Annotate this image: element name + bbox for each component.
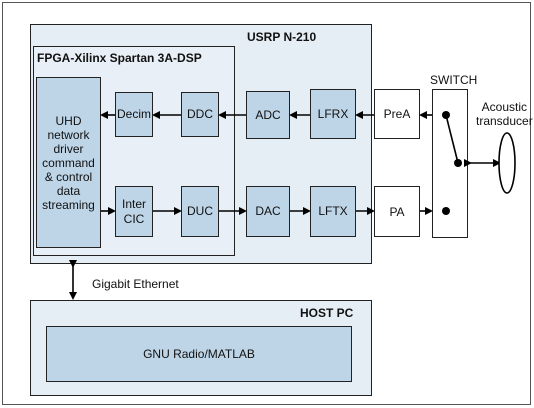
duc-block: DUC bbox=[181, 186, 219, 237]
decim-label: Decim bbox=[116, 107, 151, 121]
dac-block: DAC bbox=[246, 186, 290, 237]
prea-block: PreA bbox=[374, 89, 420, 139]
lftx-block: LFTX bbox=[310, 186, 356, 237]
switch-box bbox=[432, 89, 468, 238]
gigabit-ethernet-label: Gigabit Ethernet bbox=[92, 277, 179, 291]
transducer-label: Acoustic transducer bbox=[476, 100, 533, 128]
inter-cic-block: Inter CIC bbox=[115, 186, 153, 237]
lftx-label: LFTX bbox=[318, 204, 348, 218]
ddc-block: DDC bbox=[181, 92, 219, 137]
gnu-radio-matlab-block: GNU Radio/MATLAB bbox=[46, 326, 352, 382]
usrp-title: USRP N-210 bbox=[247, 30, 317, 44]
lfrx-label: LFRX bbox=[317, 106, 349, 121]
pa-block: PA bbox=[374, 186, 420, 237]
lfrx-block: LFRX bbox=[310, 89, 356, 139]
prea-label: PreA bbox=[383, 107, 411, 121]
dac-label: DAC bbox=[255, 204, 281, 218]
adc-block: ADC bbox=[246, 91, 290, 139]
pa-label: PA bbox=[389, 204, 405, 219]
uhd-driver-label: UHD network driver command & control dat… bbox=[42, 113, 95, 212]
switch-title: SWITCH bbox=[430, 73, 478, 87]
host-pc-title: HOST PC bbox=[300, 306, 354, 320]
ddc-label: DDC bbox=[187, 107, 213, 121]
decim-block: Decim bbox=[115, 92, 153, 137]
inter-cic-label: Inter CIC bbox=[121, 196, 146, 226]
gnu-radio-matlab-label: GNU Radio/MATLAB bbox=[143, 346, 255, 361]
adc-label: ADC bbox=[255, 107, 281, 122]
duc-label: DUC bbox=[187, 204, 213, 218]
fpga-title: FPGA-Xilinx Spartan 3A-DSP bbox=[37, 51, 202, 65]
uhd-driver-block: UHD network driver command & control dat… bbox=[36, 77, 101, 248]
